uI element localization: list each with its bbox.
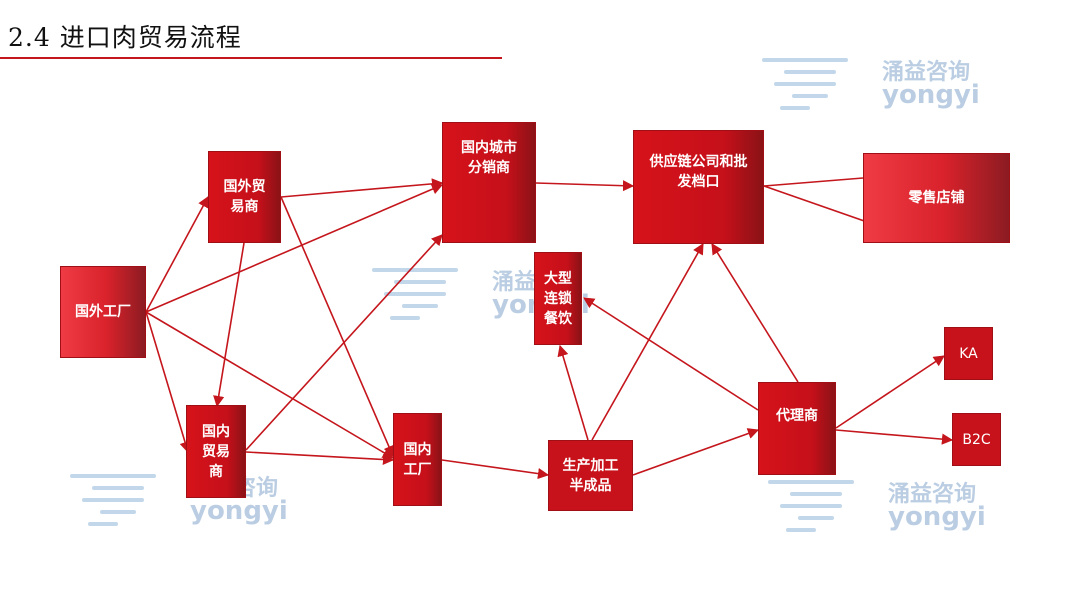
node-b2c: B2C [952,413,1001,466]
arrow-agent-to-ka [835,355,945,429]
arrow-foreign-trader-to-distributor [280,178,444,198]
watermark-en: yongyi [190,496,288,526]
node-domestic-distributor: 国内城市 分销商 [442,122,536,243]
arrow-processing-to-supply-chain [591,243,704,441]
node-retail: 零售店铺 [863,153,1010,243]
arrow-factory-to-domestic-trader [145,311,191,454]
arrow-factory-to-foreign-trader [145,196,209,313]
node-processing-label: 生产加工 半成品 [562,457,619,494]
node-foreign-trader-label: 国外贸 易商 [223,179,266,215]
arrow-processing-to-agent [632,428,760,476]
arrow-domestic-factory-to-processing [441,459,550,480]
node-retail-label: 零售店铺 [908,190,965,206]
title-underline [0,57,502,59]
node-ka: KA [944,327,993,380]
node-foreign-trader: 国外贸 易商 [208,151,281,243]
watermark-en: yongyi [888,502,986,532]
watermark-en: yongyi [882,80,980,110]
watermark-logo-icon [372,268,458,332]
node-chain-restaurant-label: 大型 连锁 餐饮 [544,270,572,327]
node-supply-chain-label: 供应链公司和批 发档口 [649,154,748,190]
node-domestic-factory: 国内 工厂 [393,413,442,506]
node-domestic-trader-label: 国内 贸易 商 [202,423,230,480]
watermark-logo-icon [762,58,848,122]
arrow-factory-to-domestic-factory [145,311,394,459]
watermark-top-right: 涌益咨询 yongyi [762,52,1002,132]
node-domestic-trader: 国内 贸易 商 [186,405,246,498]
watermark-logo-icon [768,480,854,544]
watermark-logo-icon [70,474,156,538]
node-chain-restaurant: 大型 连锁 餐饮 [534,252,582,345]
node-foreign-factory: 国外工厂 [60,266,146,358]
arrow-domestic-trader-to-domestic-factory [245,451,395,466]
arrow-agent-to-restaurant [583,297,759,411]
arrow-distributor-to-supply-chain [535,180,635,192]
arrow-processing-to-restaurant [557,344,589,441]
arrow-factory-to-distributor [145,183,444,313]
line-supply-chain-to-retail-top [763,177,864,187]
arrow-foreign-trader-to-domestic-factory [280,196,395,458]
node-b2c-label: B2C [962,431,991,448]
node-agent: 代理商 [758,382,836,475]
arrow-foreign-trader-to-domestic-trader [213,242,245,408]
node-processing: 生产加工 半成品 [548,440,633,511]
node-foreign-factory-label: 国外工厂 [75,304,131,320]
node-supply-chain: 供应链公司和批 发档口 [633,130,764,244]
arrow-agent-to-supply-chain [711,243,799,383]
page-title: 2.4 进口肉贸易流程 [8,23,242,52]
arrow-domestic-trader-to-distributor [245,234,443,451]
node-agent-label: 代理商 [776,407,818,424]
watermark-bottom-right: 涌益咨询 yongyi [768,474,1008,554]
watermark-cn: 涌益咨询 [888,482,977,507]
node-ka-label: KA [959,345,978,362]
watermark-cn: 涌益咨询 [882,60,971,85]
node-domestic-distributor-label: 国内城市 分销商 [461,139,517,176]
node-domestic-factory-label: 国内 工厂 [403,441,432,478]
arrow-agent-to-b2c [835,429,954,445]
